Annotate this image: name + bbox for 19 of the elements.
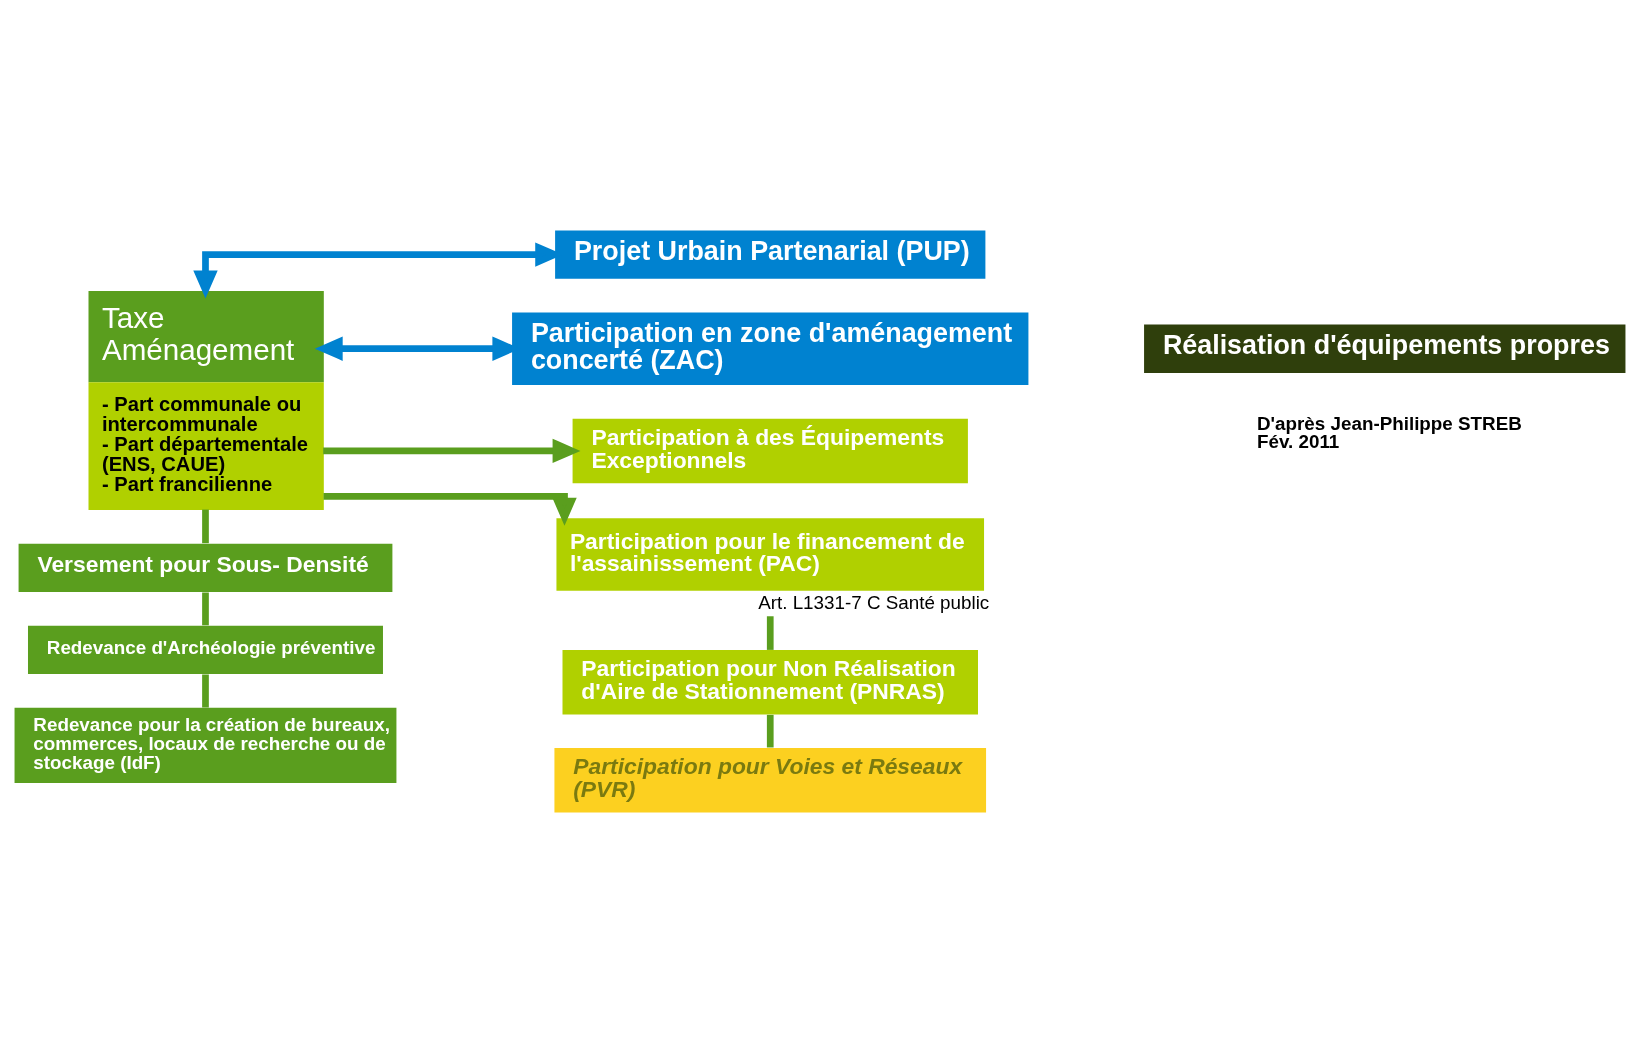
connector [202, 509, 209, 543]
node-box: Participation à des Équipements Exceptionnels [572, 418, 968, 483]
node-box: Participation en zone d'aménagement concerté (ZAC) [512, 311, 1029, 385]
node-box: Projet Urbain Partenarial (PUP) [555, 229, 986, 279]
node-box: Versement pour Sous- Densité [18, 543, 393, 592]
arrow [323, 492, 577, 526]
node-box: Participation pour le financement de l'assainissement (PAC) [556, 517, 985, 591]
node-box: Participation pour Voies et Réseaux (PVR) [554, 747, 987, 813]
label: D'après Jean-Philippe STREB [1257, 412, 1522, 434]
connector [202, 674, 209, 708]
node-label: Art. L1331-7 C Santé public [758, 591, 990, 612]
node-box: Redevance d'Archéologie préventive [28, 625, 383, 674]
connector [202, 592, 209, 625]
node-box: Redevance pour la création de bureaux, commerces, locaux de recherche ou de stockage (IdF) [14, 707, 397, 783]
node-box: Participation pour Non Réalisation d'Aire de Stationnement (PNRAS) [562, 649, 978, 714]
connector [766, 714, 774, 747]
node-box: Réalisation d'équipements propres [1144, 324, 1626, 373]
arrow [323, 438, 581, 463]
connector [766, 615, 774, 650]
